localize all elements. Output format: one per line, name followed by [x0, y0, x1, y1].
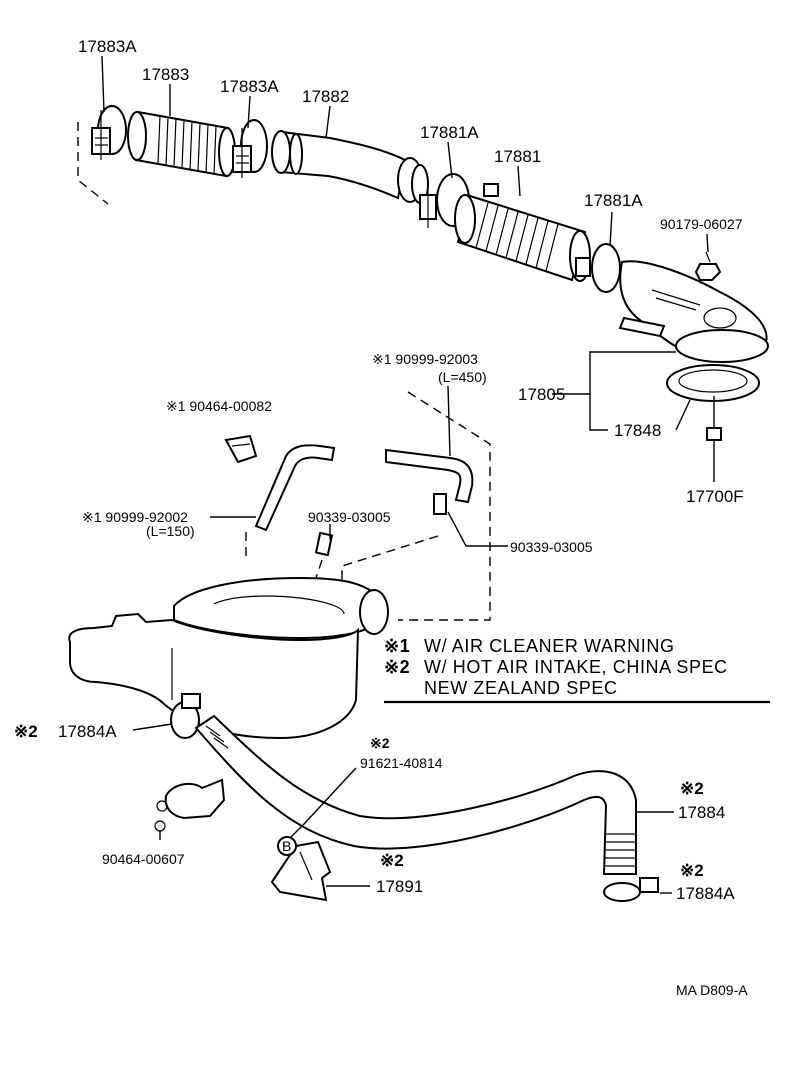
drawing-reference-code: MA D809-A: [676, 982, 748, 998]
label-90339-03005-b: 90339-03005: [510, 539, 593, 555]
intake-hose-17881: [454, 183, 591, 282]
label-17883A-mid: 17883A: [220, 77, 279, 96]
circle-b-marker: [277, 836, 297, 856]
hose-clamp-17884A-left: [170, 693, 201, 739]
note-1-mark: ※1: [384, 636, 410, 656]
label-17848: 17848: [614, 421, 661, 440]
connector-90339-03005-b: [433, 493, 447, 515]
reference-line-left: [77, 122, 109, 205]
label-90999-92002: ※1 90999-92002: [82, 509, 188, 525]
label-17883: 17883: [142, 65, 189, 84]
clip-90464-00082: [224, 434, 258, 464]
label-17884A-left: 17884A: [58, 722, 117, 741]
label-17883A-top: 17883A: [78, 37, 137, 56]
note-1-text: W/ AIR CLEANER WARNING: [424, 636, 675, 656]
label-17884A-right-mark: ※2: [680, 861, 704, 880]
label-17891: 17891: [376, 877, 423, 896]
hose-clamp-17883A-mid: [232, 119, 268, 178]
nut-90179-06027: [694, 251, 722, 281]
label-90179-06027: 90179-06027: [660, 216, 743, 232]
hose-clamp-17884A-right: [603, 877, 659, 902]
label-length-150: (L=150): [146, 523, 195, 539]
label-17884: 17884: [678, 803, 725, 822]
label-17891-mark: ※2: [380, 851, 404, 870]
label-17884A-left-mark: ※2: [14, 722, 38, 741]
air-cleaner-cap-17805: [618, 260, 769, 363]
label-91621-40814: 91621-40814: [360, 755, 443, 771]
label-90339-03005-a: 90339-03005: [308, 509, 391, 525]
label-17700F: 17700F: [686, 487, 744, 506]
connector-90339-03005-a: [314, 531, 334, 557]
label-17884-mark: ※2: [680, 779, 704, 798]
label-90464-00082: ※1 90464-00082: [166, 398, 272, 414]
reference-line-tube: [341, 535, 439, 588]
air-duct-17882: [271, 130, 429, 204]
hose-90999-92003: [385, 448, 474, 504]
label-17881: 17881: [494, 147, 541, 166]
label-length-450: (L=450): [438, 369, 487, 385]
stud-bolt-17700F: [706, 396, 722, 460]
note-2-mark: ※2: [384, 657, 410, 677]
notes-block: ※1 W/ AIR CLEANER WARNING ※2 W/ HOT AIR …: [384, 636, 728, 698]
label-17881A-right: 17881A: [584, 191, 643, 210]
label-17805: 17805: [518, 385, 565, 404]
circle-b-letter: B: [282, 838, 291, 854]
intake-hose-17883: [127, 110, 236, 178]
hose-90999-92002: [254, 444, 336, 532]
label-17882: 17882: [302, 87, 349, 106]
air-cleaner-body: [68, 576, 389, 740]
hot-air-hose-17884: [194, 714, 637, 875]
reference-line-tube-left: [315, 559, 323, 579]
label-17884A-right: 17884A: [676, 884, 735, 903]
note-2-text: W/ HOT AIR INTAKE, CHINA SPEC: [424, 657, 728, 677]
label-17881A-top: 17881A: [420, 123, 479, 142]
bracket-17891: [270, 840, 332, 902]
hose-clamp-17881A-right: [575, 243, 621, 293]
label-91621-mark: ※2: [370, 735, 390, 751]
leader-lines: [101, 55, 715, 894]
gasket-17848: [666, 364, 760, 402]
hose-clamp-17883A-left: [91, 105, 127, 160]
label-90999-92003: ※1 90999-92003: [372, 351, 478, 367]
note-3-text: NEW ZEALAND SPEC: [424, 678, 618, 698]
clip-90464-00607: [154, 778, 226, 832]
label-90464-00607: 90464-00607: [102, 851, 185, 867]
